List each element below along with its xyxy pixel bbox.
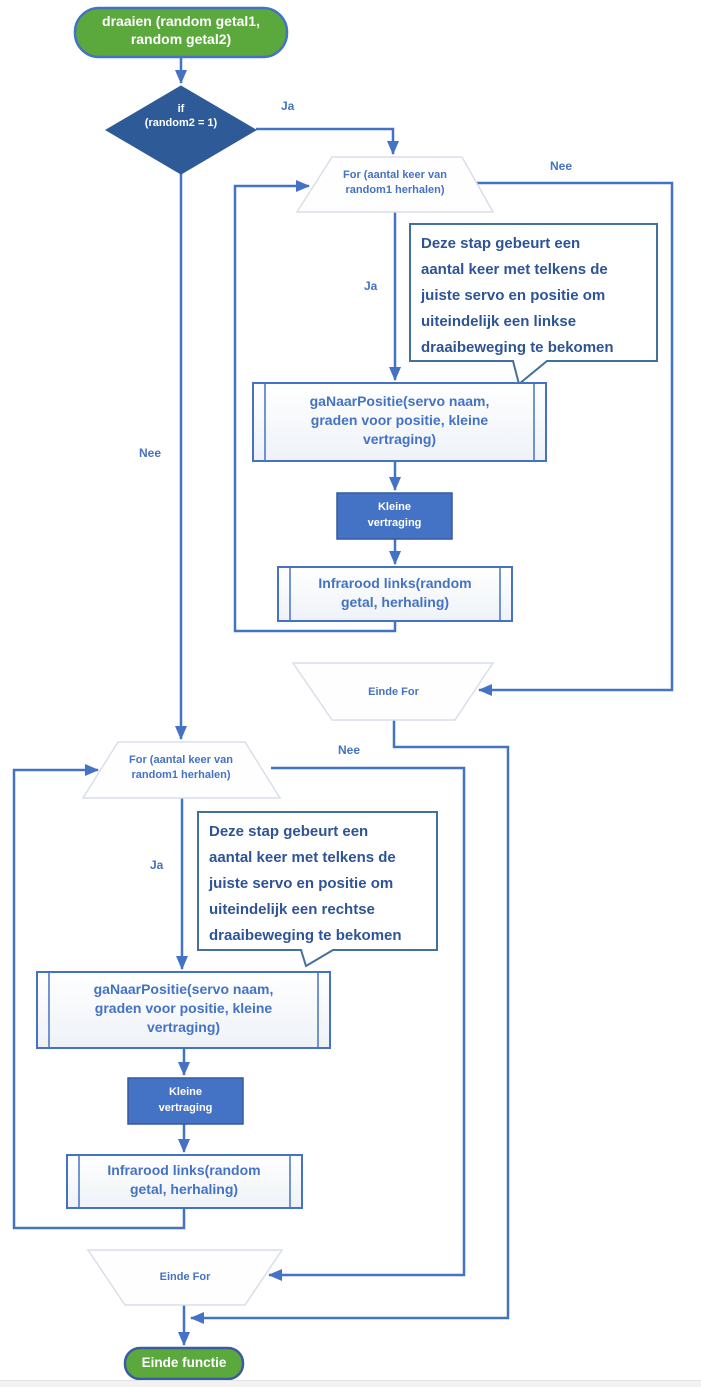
connector-loopback1 <box>233 180 397 633</box>
gotopos1-label: gaNaarPositie(servo naam, graden voor po… <box>309 393 490 447</box>
branch-label-nee-1: Nee <box>550 159 573 173</box>
note-left-callout-shape <box>409 223 658 386</box>
connector-endfor1-down-to-merge <box>190 720 510 1324</box>
gotopos1-shape <box>252 382 547 462</box>
small-delay1-shape <box>336 492 453 540</box>
note-right-text: Deze stap gebeurt een aantal keer met te… <box>209 823 402 944</box>
for-loop2-label: For (aantal keer van random1 herhalen) <box>129 754 233 781</box>
small-delay2-shape <box>127 1077 244 1125</box>
for-loop1-label: For (aantal keer van random1 herhalen) <box>343 169 447 196</box>
page-bottom-edge <box>0 1380 701 1387</box>
infrared1-shape <box>277 566 513 622</box>
for-loop1-shape <box>295 156 495 213</box>
branch-label-ja-1: Ja <box>281 99 295 113</box>
note-right-callout-shape <box>197 811 438 968</box>
for-loop2-shape <box>81 741 282 799</box>
branch-label-ja-inner1: Ja <box>364 279 378 293</box>
infrared1-label: Infrarood links(random getal, herhaling) <box>318 575 472 610</box>
branch-label-ja-inner2: Ja <box>150 858 164 872</box>
end-for2-label: Einde For <box>159 1271 211 1283</box>
branch-label-nee-main: Nee <box>139 446 162 460</box>
connector-ja-to-for1 <box>256 127 399 155</box>
end-for2-shape <box>86 1249 284 1306</box>
connector-nee-for1-to-endfor1 <box>467 181 674 696</box>
gotopos2-shape <box>36 971 331 1049</box>
end-function-shape <box>123 1346 245 1381</box>
small-delay2-label: Kleine vertraging <box>158 1086 213 1114</box>
small-delay1-label: Kleine vertraging <box>367 501 422 529</box>
branch-label-nee-2: Nee <box>338 743 361 757</box>
end-function-label: Einde functie <box>141 1355 227 1370</box>
gotopos2-label: gaNaarPositie(servo naam, graden voor po… <box>93 981 274 1035</box>
connector-nee-for2-to-endfor2 <box>268 766 466 1281</box>
infrared2-shape <box>66 1154 303 1209</box>
decision-diamond-shape <box>105 85 257 175</box>
end-for1-shape <box>291 662 495 721</box>
start-node-label: draaien (random getal1, random getal2) <box>102 13 260 47</box>
decision-label: if (random2 = 1) <box>144 103 218 129</box>
infrared2-label: Infrarood links(random getal, herhaling) <box>107 1162 261 1197</box>
start-node-shape <box>73 6 289 59</box>
connector-loopback2 <box>12 764 186 1230</box>
note-left-text: Deze stap gebeurt een aantal keer met te… <box>421 235 614 356</box>
end-for1-label: Einde For <box>368 686 419 698</box>
